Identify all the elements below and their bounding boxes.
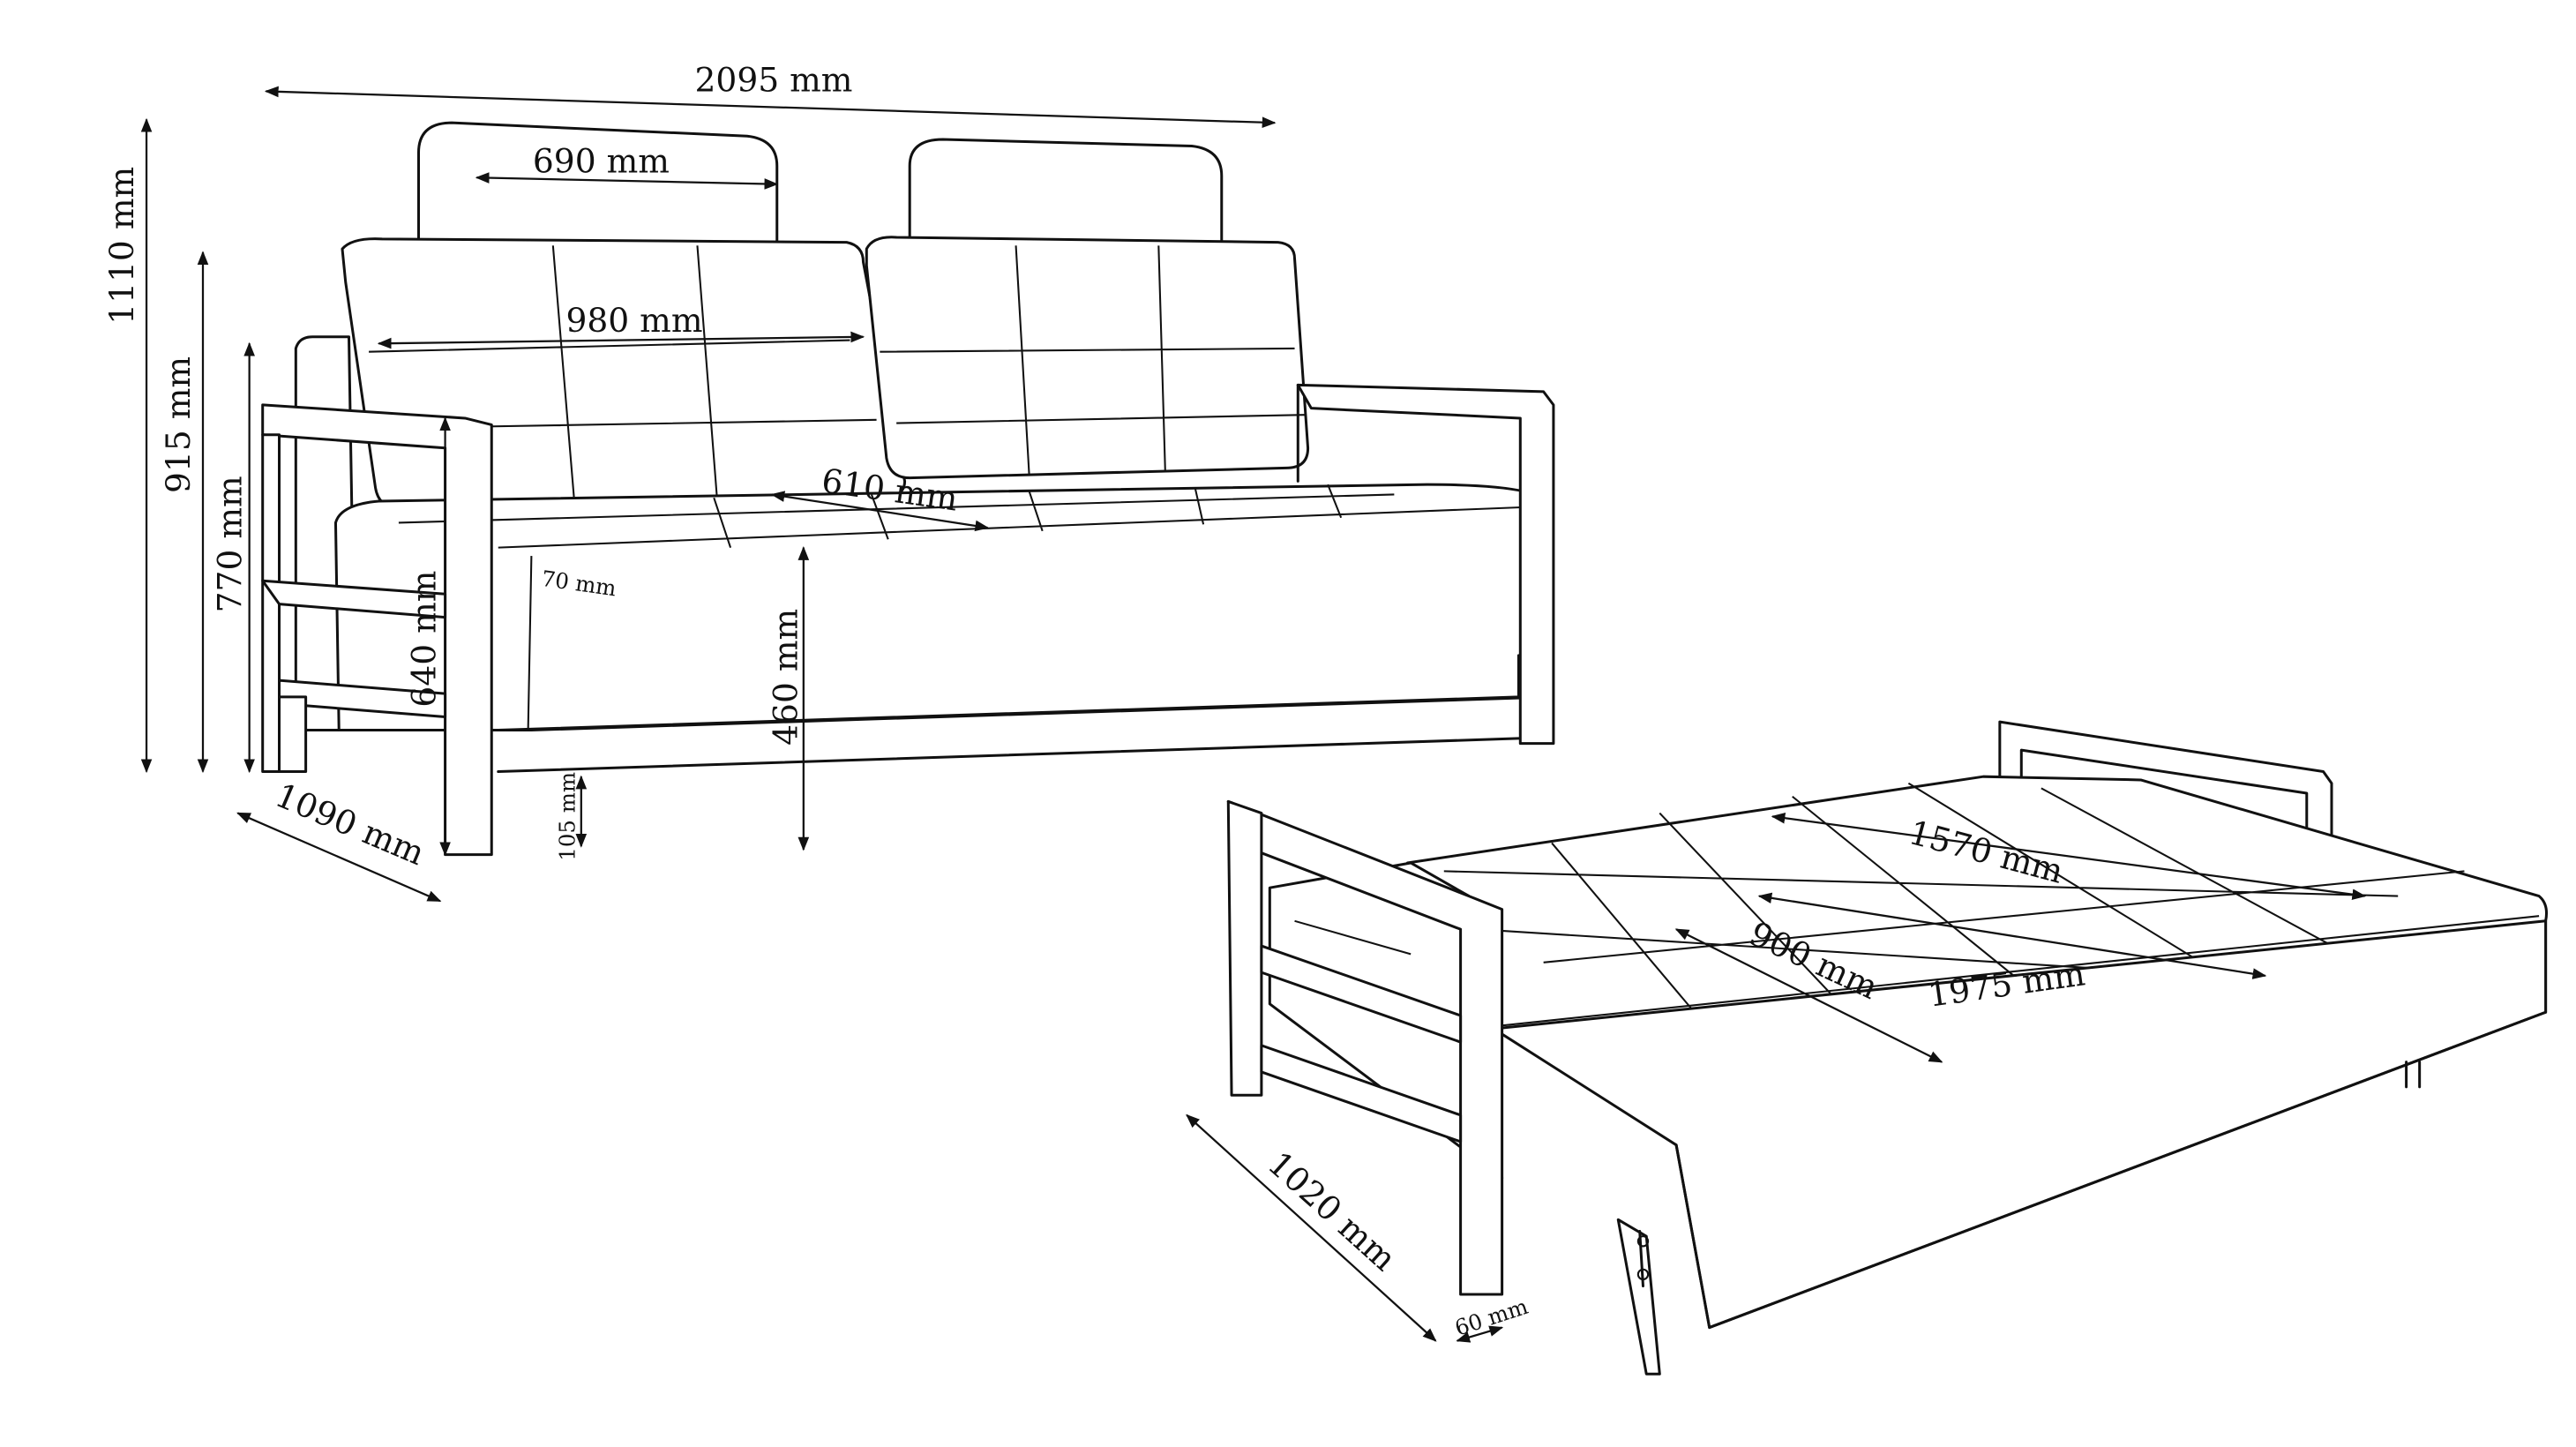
dim-headrest-width: 690 mm	[533, 142, 670, 181]
headrest-right	[908, 138, 1224, 244]
back-cushion-right	[865, 236, 1310, 480]
dim-total-height: 1110 mm	[102, 167, 141, 325]
dim-leg-height: 105 mm	[554, 772, 580, 861]
dim-back-height: 915 mm	[159, 356, 198, 493]
dim-bed-depth-total: 1020 mm	[1261, 1143, 1404, 1278]
dim-armrest-height: 770 mm	[210, 476, 249, 612]
dim-arm-inner-height: 640 mm	[404, 571, 443, 708]
dim-seat-height: 460 mm	[766, 609, 805, 746]
dim-total-depth: 1090 mm	[270, 776, 431, 873]
dim-cushion-width: 980 mm	[565, 301, 702, 340]
bed-armrest-front	[1226, 799, 1504, 1296]
dim-arm-thickness: 60 mm	[1452, 1293, 1531, 1341]
armrest-right	[1296, 383, 1555, 746]
back-cushion-left	[341, 237, 907, 510]
dim-total-width: 2095 mm	[694, 60, 852, 99]
sofa-seated-view: 2095 mm 690 mm 980 mm 610 mm 70 mm 1110 …	[102, 60, 1555, 903]
sofa-bed-view: 1570 mm 900 mm 1975 mm 1020 mm 60 mm	[1186, 720, 2549, 1376]
